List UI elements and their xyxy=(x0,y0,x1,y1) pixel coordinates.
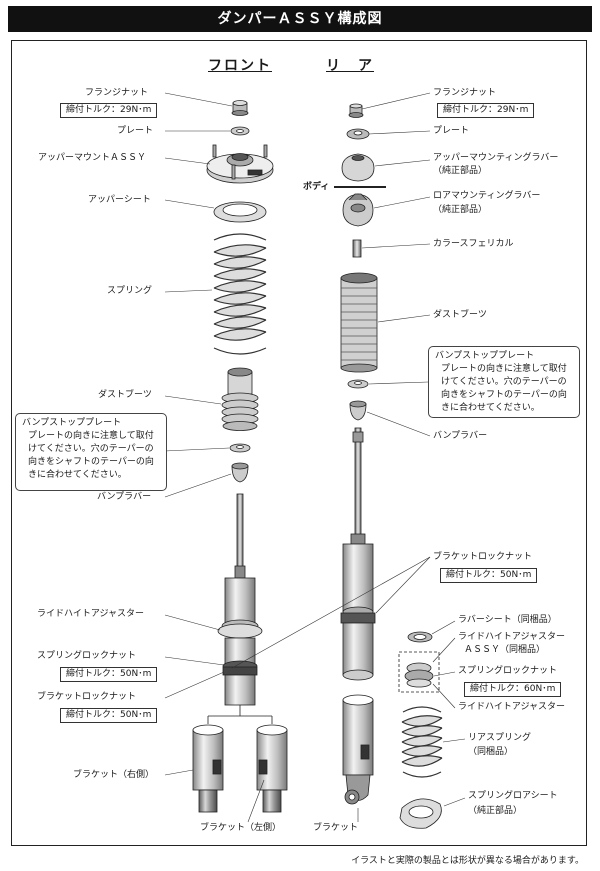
front-plate xyxy=(230,126,250,136)
front-spring-label: スプリング xyxy=(107,286,153,296)
rear-upper-mounting-rubber-note: （純正部品） xyxy=(433,166,488,176)
front-upper-seat xyxy=(213,201,267,223)
rear-bump-stop-plate xyxy=(347,379,369,389)
rear-collar-label: カラースフェリカル xyxy=(433,239,514,249)
front-bracket-right-label: ブラケット（右側） xyxy=(73,770,155,780)
rear-spring-label: リアスプリング xyxy=(468,733,532,743)
front-flange-nut xyxy=(231,100,249,116)
rear-bracket xyxy=(342,694,374,805)
rear-bracket-lock-torque: 締付トルク：50N･m xyxy=(440,568,538,583)
rear-ride-height-adjuster-label: ライドハイトアジャスター xyxy=(458,702,566,712)
rear-bump-rubber xyxy=(349,400,367,421)
front-bracket-left xyxy=(256,724,288,813)
rear-flange-nut xyxy=(348,103,364,118)
front-plate-label: プレート xyxy=(117,126,154,136)
rear-spring-lower-seat-label: スプリングロアシート xyxy=(468,791,558,801)
front-upper-seat-label: アッパーシート xyxy=(88,195,151,205)
rear-bump-rubber-label: バンプラバー xyxy=(433,431,488,441)
front-spring xyxy=(213,233,267,355)
rear-plate xyxy=(346,128,370,140)
rear-rubber-seat xyxy=(407,631,433,643)
rear-plate-label: プレート xyxy=(433,126,470,136)
front-bracket-right xyxy=(192,724,224,813)
front-bump-stop-note: バンプストッププレート プレートの向きに注意して取付けてください。穴のテーパーの… xyxy=(15,413,167,491)
rear-bump-stop-note: バンプストッププレート プレートの向きに注意して取付けてください。穴のテーパーの… xyxy=(428,346,580,418)
rear-spring-lock-nut-label: スプリングロックナット xyxy=(458,666,558,676)
rear-spring-lock-torque: 締付トルク：60N･m xyxy=(464,682,562,697)
rear-bump-stop-body: プレートの向きに注意して取付けてください。穴のテーパーの向きをシャフトのテーパー… xyxy=(441,364,567,413)
rear-upper-mounting-rubber xyxy=(341,153,375,182)
rear-upper-mounting-rubber-label: アッパーマウンティングラバー xyxy=(433,153,559,163)
front-bracket-lock-torque: 締付トルク：50N･m xyxy=(60,708,158,723)
diagram-frame xyxy=(11,40,587,846)
rear-ride-height-adjuster xyxy=(398,651,440,693)
front-bump-rubber xyxy=(231,462,249,483)
heading-front: フロント xyxy=(208,58,272,74)
rear-rubber-seat-label: ラバーシート（同梱品） xyxy=(458,615,557,625)
front-bump-stop-title: バンプストッププレート xyxy=(22,418,122,428)
rear-flange-nut-torque: 締付トルク：29N･m xyxy=(437,103,535,118)
rear-spring-note: （同梱品） xyxy=(468,747,514,757)
front-bracket-lock-nut-label: ブラケットロックナット xyxy=(37,692,137,702)
rear-collar xyxy=(352,239,362,258)
rear-flange-nut-label: フランジナット xyxy=(433,88,497,98)
front-upper-mount xyxy=(206,144,274,184)
front-upper-mount-label: アッパーマウントＡＳＳＹ xyxy=(38,153,147,163)
front-bump-stop-body: プレートの向きに注意して取付けてください。穴のテーパーの向きをシャフトのテーパー… xyxy=(28,431,154,480)
front-ride-height-label: ライドハイトアジャスター xyxy=(37,609,145,619)
rear-bracket-label: ブラケット xyxy=(313,823,359,833)
rear-ride-height-assy-2: ＡＳＳＹ（同梱品） xyxy=(464,645,546,655)
rear-spring xyxy=(401,706,443,778)
page-title: ダンパーＡＳＳＹ構成図 xyxy=(8,6,592,32)
rear-dust-boot-label: ダストブーツ xyxy=(433,310,487,320)
rear-lower-mounting-rubber xyxy=(342,193,374,227)
front-dust-boot xyxy=(221,367,259,431)
rear-spring-lower-seat-note: （純正部品） xyxy=(468,806,523,816)
rear-bracket-lock-nut-label: ブラケットロックナット xyxy=(433,552,533,562)
front-spring-lock-torque: 締付トルク：50N･m xyxy=(60,667,158,682)
front-bump-rubber-label: バンプラバー xyxy=(97,492,152,502)
front-bracket-left-label: ブラケット（左側） xyxy=(200,823,282,833)
front-bump-stop-plate xyxy=(229,443,251,453)
rear-lower-mounting-rubber-note: （純正部品） xyxy=(433,205,488,215)
front-flange-nut-torque: 締付トルク：29N･m xyxy=(60,103,158,118)
footer-note: イラストと実際の製品とは形状が異なる場合があります。 xyxy=(351,856,584,866)
rear-ride-height-assy-label: ライドハイトアジャスター xyxy=(458,632,566,642)
front-spring-lock-nut-label: スプリングロックナット xyxy=(37,651,137,661)
rear-spring-lower-seat xyxy=(399,798,442,829)
front-damper xyxy=(217,493,263,706)
heading-rear: リ ア xyxy=(326,58,374,74)
rear-damper xyxy=(340,427,376,681)
rear-lower-mounting-rubber-label: ロアマウンティングラバー xyxy=(433,191,541,201)
body-label: ボディ xyxy=(303,182,330,192)
rear-dust-boot xyxy=(340,272,378,373)
rear-bump-stop-title: バンプストッププレート xyxy=(435,351,535,361)
leader-lines xyxy=(164,92,466,823)
front-dust-boot-label: ダストブーツ xyxy=(98,390,152,400)
front-flange-nut-label: フランジナット xyxy=(85,88,149,98)
